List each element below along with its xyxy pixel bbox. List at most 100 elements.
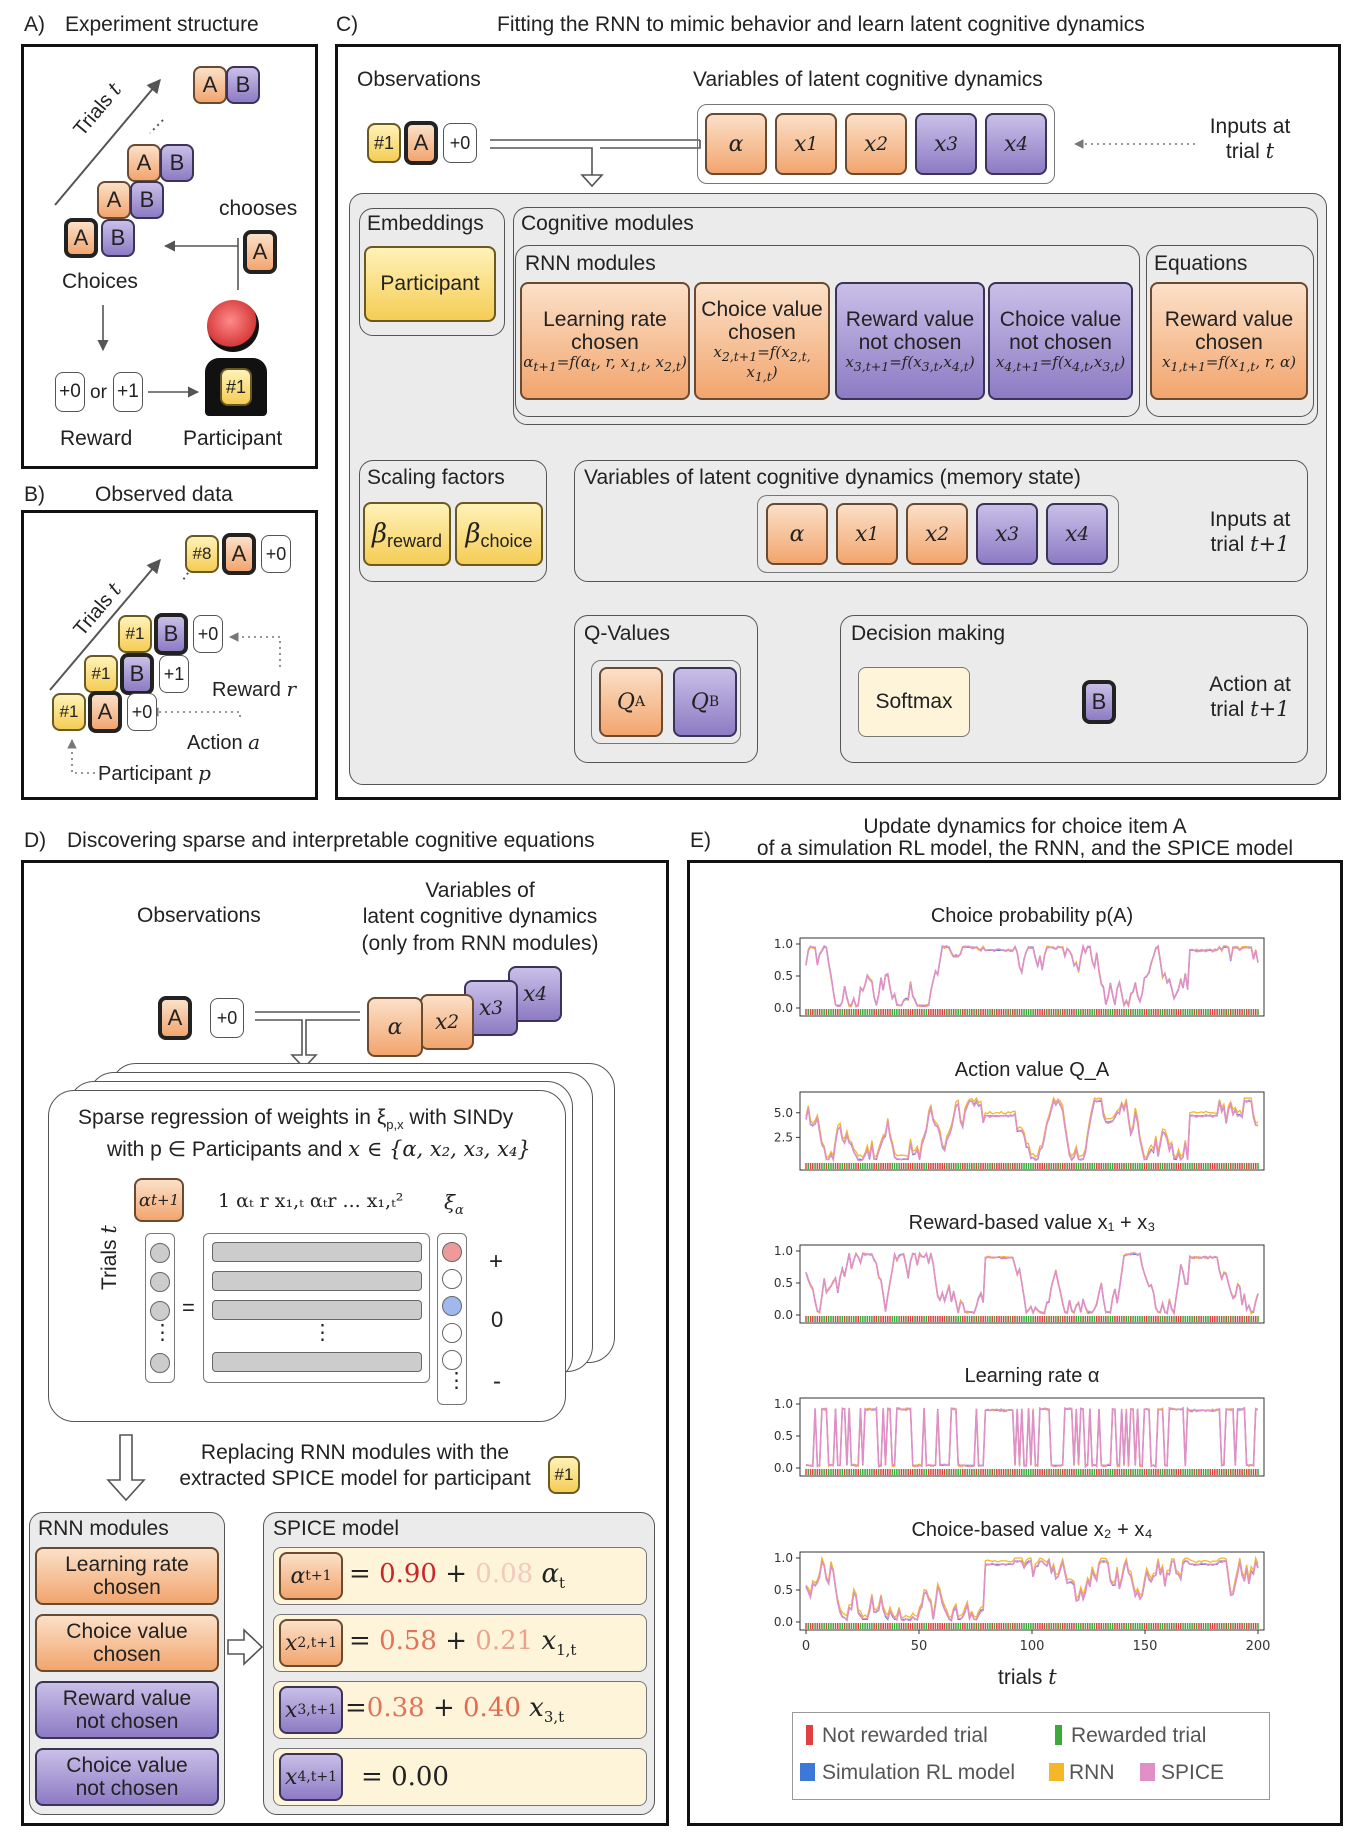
alpha-var: α [705,113,767,175]
y-tick-label: 5.0 [774,1106,793,1120]
rnn-swatch [1049,1763,1064,1781]
legend-not-rewarded: Not rewarded trial [822,1724,988,1747]
option-b-box: B [101,219,135,257]
q-values-label: Q-Values [584,622,670,645]
panel-c-letter: C) [336,13,359,36]
series-line-spice [805,943,1259,1008]
series-line-spice [805,1098,1259,1163]
spice-model-label: SPICE model [273,1517,400,1540]
vector-entry [150,1243,170,1263]
weight-negative [442,1296,462,1316]
panel-d [21,860,669,1826]
x-tick-label: 0 [802,1639,810,1654]
matrix-row [212,1242,422,1262]
vdots: ⋮ [312,1321,333,1344]
chart-title: Action value Q_A [955,1059,1110,1081]
action-box: A [88,691,122,733]
chart-0: Choice probability p(A)0.00.51.0 [774,905,1265,1017]
alpha-var: α [766,503,828,565]
y-tick-label: 1.0 [774,1244,793,1258]
library-matrix [203,1233,430,1383]
rnn-modules-label: RNN modules [525,252,656,275]
reward-box: +0 [193,615,223,653]
participant-p-label: Participant p [98,761,211,785]
reward-box: +0 [261,535,291,573]
matrix-row [212,1352,422,1372]
reward-label: Reward [60,427,133,450]
softmax-box: Softmax [858,667,970,737]
chart-2: Reward-based value x₁ + x₃0.00.51.0 [774,1212,1265,1324]
panel-d-title: Discovering sparse and interpretable cog… [67,829,595,852]
reward-box: +1 [159,655,189,693]
matrix-row [212,1271,422,1291]
y-tick-label: 0.5 [774,1276,793,1290]
participant-embedding: Participant [364,246,496,322]
y-tick-label: 0.0 [774,1001,793,1015]
xi-alpha-label: ξα [444,1190,464,1218]
panel-d-letter: D) [24,829,47,852]
sparse-regression-line1: Sparse regression of weights in ξp,x wit… [78,1106,514,1133]
participant-id-badge: #1 [548,1456,580,1494]
option-a-box: A [64,218,98,258]
matrix-row [212,1300,422,1320]
brain-icon [207,300,259,352]
legend [792,1712,1270,1800]
action-box: A [222,533,256,575]
y-tick-label: 1.0 [774,1551,793,1565]
colorbar-zero: 0 [491,1307,504,1333]
option-a-box: A [193,66,227,104]
y-tick-label: 0.0 [774,1461,793,1475]
participant-id-badge: #1 [118,615,152,653]
not-rewarded-swatch [806,1725,813,1745]
target-vector [145,1233,175,1383]
vdots: ⋮ [152,1321,173,1344]
panel-a [21,44,318,469]
series-line-spice [805,1251,1259,1317]
reward-zero-box: +0 [55,372,85,412]
chart-1: Action value Q_A2.55.0 [774,1059,1265,1171]
decision-making-label: Decision making [851,622,1006,645]
vector-entry [150,1353,170,1373]
spice-swatch [1140,1763,1155,1781]
panel-b-letter: B) [24,483,45,506]
chosen-a-box: A [243,230,277,274]
legend-spice: SPICE [1161,1761,1225,1784]
q-bracket [591,660,741,744]
equations-label: Equations [1154,252,1248,275]
latent-vars-bracket [697,104,1055,184]
cognitive-modules-label: Cognitive modules [521,212,694,235]
option-a-box: A [97,181,131,219]
y-tick-label: 0.5 [774,1583,793,1597]
panel-b-title: Observed data [95,483,233,506]
y-tick-label: 0.0 [774,1615,793,1629]
reward-box: +0 [210,998,244,1038]
colorbar-minus: - [493,1368,501,1395]
x-tick-label: 50 [911,1639,928,1654]
participant-id-badge: #1 [52,693,86,731]
y-tick-label: 0.0 [774,1308,793,1322]
reward-r-label: Reward r [212,677,297,701]
option-b-box: B [226,66,260,104]
weight-zero [442,1323,462,1343]
